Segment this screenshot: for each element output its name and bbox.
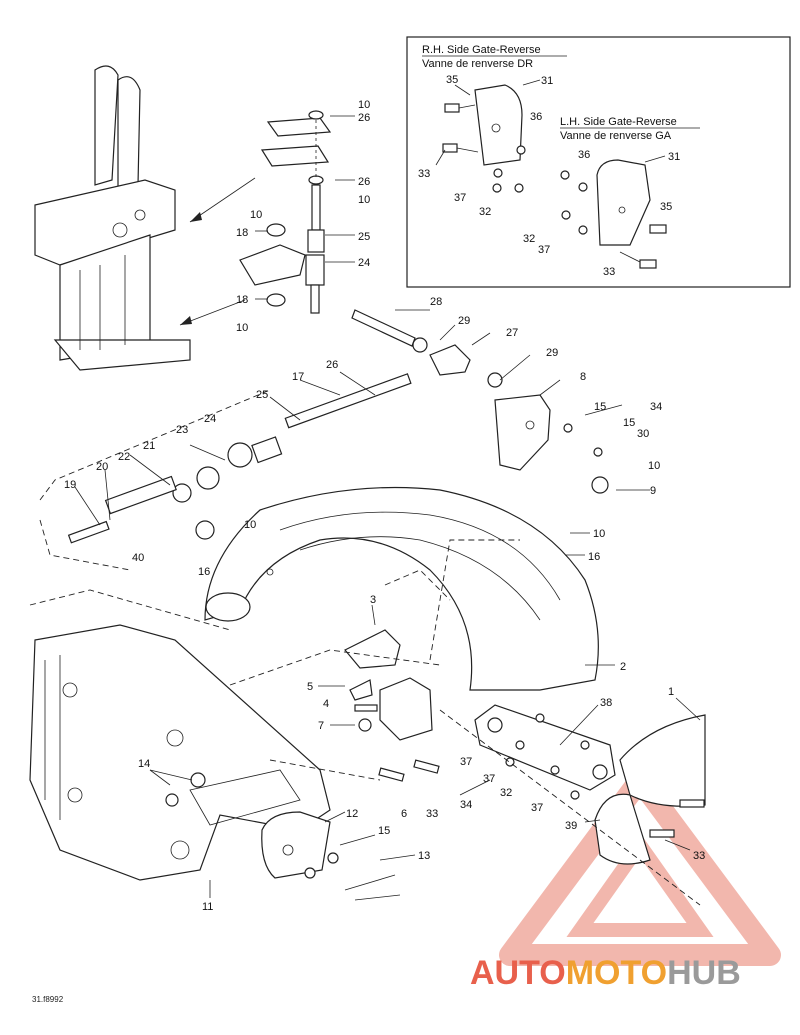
callout-4: 4 bbox=[323, 698, 329, 710]
callout-10: 10 bbox=[648, 460, 660, 472]
reverse-gate bbox=[204, 486, 599, 691]
callout-27: 27 bbox=[506, 327, 518, 339]
callout-1: 1 bbox=[668, 686, 674, 698]
callout-29: 29 bbox=[546, 347, 558, 359]
callout-26: 26 bbox=[326, 359, 338, 371]
callout-36: 36 bbox=[578, 149, 590, 161]
callout-20: 20 bbox=[96, 461, 108, 473]
callout-10: 10 bbox=[358, 99, 370, 111]
gate-support bbox=[459, 704, 706, 865]
callout-19: 19 bbox=[64, 479, 76, 491]
lh-gate-plate bbox=[596, 159, 651, 246]
callout-10: 10 bbox=[250, 209, 262, 221]
callout-8: 8 bbox=[580, 371, 586, 383]
callout-37: 37 bbox=[454, 192, 466, 204]
callout-25: 25 bbox=[256, 389, 268, 401]
callout-21: 21 bbox=[143, 440, 155, 452]
callout-15: 15 bbox=[623, 417, 635, 429]
callout-39: 39 bbox=[565, 820, 577, 832]
callout-28: 28 bbox=[430, 296, 442, 308]
callout-30: 30 bbox=[637, 428, 649, 440]
callout-37: 37 bbox=[460, 756, 472, 768]
inset-gate-reverse: R.H. Side Gate-Reverse Vanne de renverse… bbox=[406, 36, 791, 288]
watermark-moto: MOTO bbox=[566, 954, 667, 992]
callout-2: 2 bbox=[620, 661, 626, 673]
dashed-guides bbox=[29, 389, 701, 906]
callout-40: 40 bbox=[132, 552, 144, 564]
callout-24: 24 bbox=[204, 413, 216, 425]
callout-23: 23 bbox=[176, 424, 188, 436]
callout-15: 15 bbox=[378, 825, 390, 837]
callout-6: 6 bbox=[401, 808, 407, 820]
watermark-triangle-logo bbox=[499, 769, 781, 966]
inset-lh-subtitle: Vanne de renverse GA bbox=[560, 130, 672, 142]
callout-32: 32 bbox=[479, 206, 491, 218]
callout-37: 37 bbox=[538, 244, 550, 256]
callout-10: 10 bbox=[358, 194, 370, 206]
callout-26: 26 bbox=[358, 112, 370, 124]
callout-32: 32 bbox=[523, 233, 535, 245]
callout-18: 18 bbox=[236, 227, 248, 239]
callout-31: 31 bbox=[541, 75, 553, 87]
callout-5: 5 bbox=[307, 681, 313, 693]
callout-10: 10 bbox=[236, 322, 248, 334]
callout-35: 35 bbox=[446, 74, 458, 86]
watermark-auto: AUTO bbox=[470, 954, 566, 992]
callout-35: 35 bbox=[660, 201, 672, 213]
cable-end-stack bbox=[239, 110, 332, 314]
callout-37: 37 bbox=[531, 802, 543, 814]
callout-22: 22 bbox=[118, 451, 130, 463]
leader-lines bbox=[74, 79, 701, 898]
callout-10: 10 bbox=[244, 519, 256, 531]
callout-15: 15 bbox=[594, 401, 606, 413]
callout-16: 16 bbox=[198, 566, 210, 578]
callout-14: 14 bbox=[138, 758, 150, 770]
callout-13: 13 bbox=[418, 850, 430, 862]
callout-17: 17 bbox=[292, 371, 304, 383]
callout-33: 33 bbox=[603, 266, 615, 278]
callout-24: 24 bbox=[358, 257, 370, 269]
callout-26: 26 bbox=[358, 176, 370, 188]
callout-10: 10 bbox=[593, 528, 605, 540]
watermark-hub: HUB bbox=[667, 954, 741, 992]
callout-37: 37 bbox=[483, 773, 495, 785]
callout-16: 16 bbox=[588, 551, 600, 563]
svg-text:AUTOMOTOHUB: AUTOMOTOHUB bbox=[470, 954, 741, 992]
callout-34: 34 bbox=[650, 401, 662, 413]
callout-12: 12 bbox=[346, 808, 358, 820]
shifter-assembly bbox=[34, 65, 256, 371]
shift-linkage bbox=[67, 309, 623, 570]
callout-32: 32 bbox=[500, 787, 512, 799]
callout-38: 38 bbox=[600, 697, 612, 709]
pump-housing bbox=[29, 624, 440, 901]
inset-rh-subtitle: Vanne de renverse DR bbox=[422, 58, 533, 70]
watermark: AUTOMOTOHUB bbox=[470, 769, 781, 992]
callout-33: 33 bbox=[426, 808, 438, 820]
callout-31: 31 bbox=[668, 151, 680, 163]
callout-7: 7 bbox=[318, 720, 324, 732]
callout-18: 18 bbox=[236, 294, 248, 306]
callout-25: 25 bbox=[358, 231, 370, 243]
inset-lh-title: L.H. Side Gate-Reverse bbox=[560, 116, 677, 128]
callout-29: 29 bbox=[458, 315, 470, 327]
callout-labels: 10 26 26 10 10 18 25 24 18 10 35 31 36 3… bbox=[64, 74, 705, 913]
callout-36: 36 bbox=[530, 111, 542, 123]
callout-9: 9 bbox=[650, 485, 656, 497]
callout-34: 34 bbox=[460, 799, 472, 811]
callout-11: 11 bbox=[202, 901, 213, 913]
callout-33: 33 bbox=[418, 168, 430, 180]
drawing-code: 31.f8992 bbox=[32, 995, 64, 1004]
callout-3: 3 bbox=[370, 594, 376, 606]
inset-rh-title: R.H. Side Gate-Reverse bbox=[422, 44, 541, 56]
callout-33: 33 bbox=[693, 850, 705, 862]
